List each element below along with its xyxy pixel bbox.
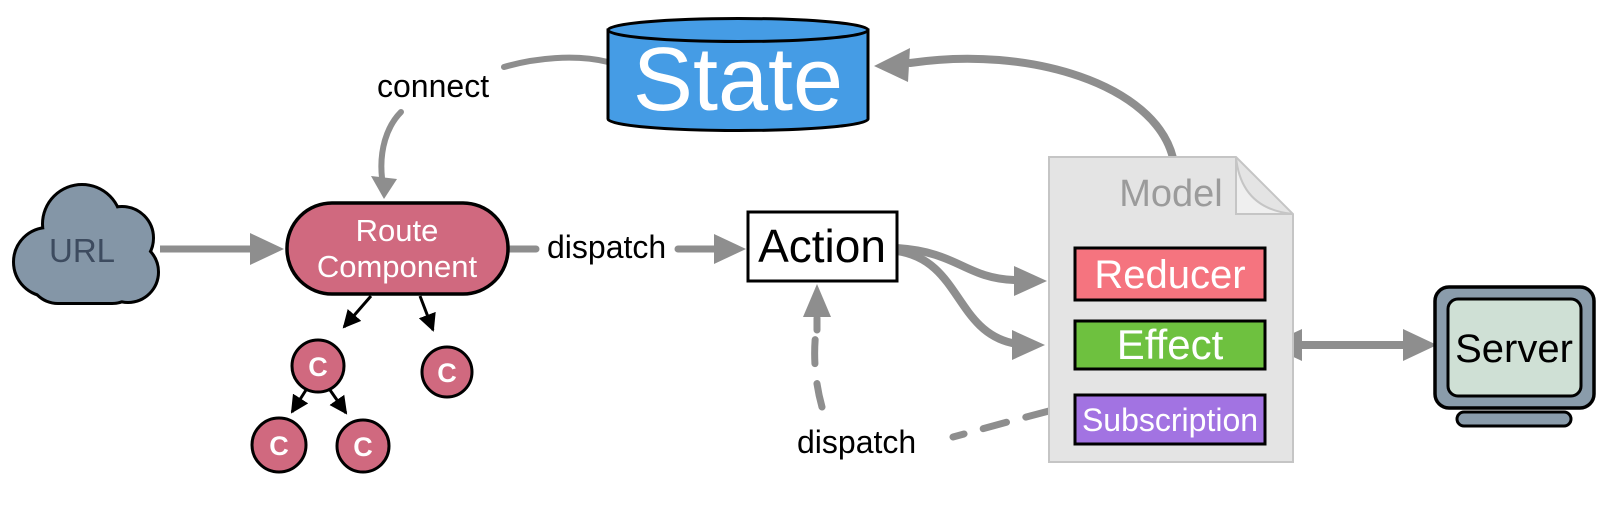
connect-edge <box>371 54 611 199</box>
effect-label: Effect <box>1117 321 1224 368</box>
reducer-label: Reducer <box>1094 253 1245 297</box>
model-label: Model <box>1119 173 1223 215</box>
route-component-label-line2: Component <box>317 249 478 284</box>
arrowhead-icon <box>1014 266 1047 296</box>
route-component-node: Route Component <box>285 201 510 296</box>
component-circle <box>335 418 391 474</box>
subscription-label: Subscription <box>1082 402 1258 438</box>
url-cloud: URL <box>12 183 160 305</box>
server-stand <box>1455 410 1573 428</box>
arrowhead-icon <box>371 176 397 199</box>
subscription-node: Subscription <box>1073 393 1267 446</box>
component-circle-label: C <box>269 431 289 461</box>
arrowhead-icon <box>874 48 910 82</box>
model-document: Model Reducer Effect Subscription <box>1048 156 1294 463</box>
arrowhead-icon <box>1403 329 1437 361</box>
fold-corner-icon <box>1235 156 1294 215</box>
url-to-route-arrow <box>160 233 284 265</box>
component-circle-label: C <box>437 358 457 388</box>
subscription-dispatch-dashed-edge <box>803 284 1053 441</box>
component-circle-label: C <box>308 352 328 382</box>
dispatch-dashed-label: dispatch <box>797 424 916 460</box>
action-to-effect-arrow <box>893 247 1045 360</box>
server-screen <box>1446 297 1583 398</box>
server-node: Server <box>1433 285 1596 428</box>
connect-label: connect <box>377 68 489 104</box>
state-cylinder: State <box>606 17 870 132</box>
action-label: Action <box>758 220 886 272</box>
dispatch-label: dispatch <box>547 229 666 265</box>
state-label: State <box>633 30 843 130</box>
url-label: URL <box>49 232 115 269</box>
dispatch-edge <box>505 234 746 264</box>
component-tree: C C C C <box>250 338 474 474</box>
effect-node: Effect <box>1073 319 1267 371</box>
component-circle <box>420 345 474 399</box>
component-circle-label: C <box>353 432 373 462</box>
component-tree-arrows <box>290 295 436 415</box>
arrowhead-icon <box>250 233 284 265</box>
component-circle <box>290 338 346 394</box>
component-circle <box>250 416 308 474</box>
arrowhead-icon <box>1012 330 1045 360</box>
route-component-label-line1: Route <box>356 213 439 248</box>
arrowhead-icon <box>803 284 831 317</box>
action-to-reducer-arrow <box>893 244 1047 296</box>
server-label: Server <box>1455 327 1573 371</box>
arrowhead-icon <box>714 234 746 264</box>
action-node: Action <box>746 210 899 283</box>
reducer-node: Reducer <box>1073 246 1267 302</box>
model-to-state-arrow <box>874 48 1177 162</box>
